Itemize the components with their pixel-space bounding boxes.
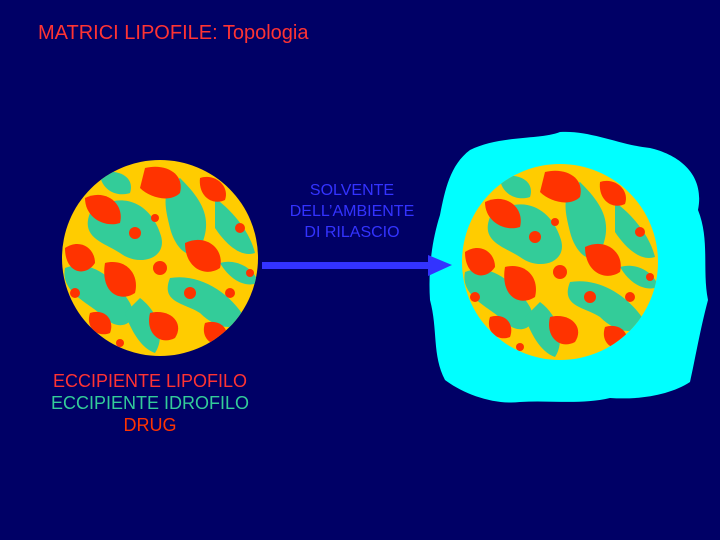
legend-drug: DRUG <box>123 415 177 435</box>
solvent-label-line: SOLVENTE <box>309 182 395 199</box>
solvent-label: SOLVENTE DELL’AMBIENTE DI RILASCIO <box>262 180 442 243</box>
page-title: MATRICI LIPOFILE: Topologia <box>38 22 309 44</box>
release-arrow <box>262 255 452 276</box>
legend: ECCIPIENTE LIPOFILO ECCIPIENTE IDROFILO … <box>20 370 280 436</box>
matrix-dry <box>62 160 258 356</box>
legend-hydrophilic: ECCIPIENTE IDROFILO <box>50 393 250 413</box>
solvent-label-line: DI RILASCIO <box>304 224 400 241</box>
solvent-label-line: DELL’AMBIENTE <box>289 203 415 220</box>
legend-lipophilic: ECCIPIENTE LIPOFILO <box>52 371 248 391</box>
matrix-swollen <box>462 164 658 360</box>
